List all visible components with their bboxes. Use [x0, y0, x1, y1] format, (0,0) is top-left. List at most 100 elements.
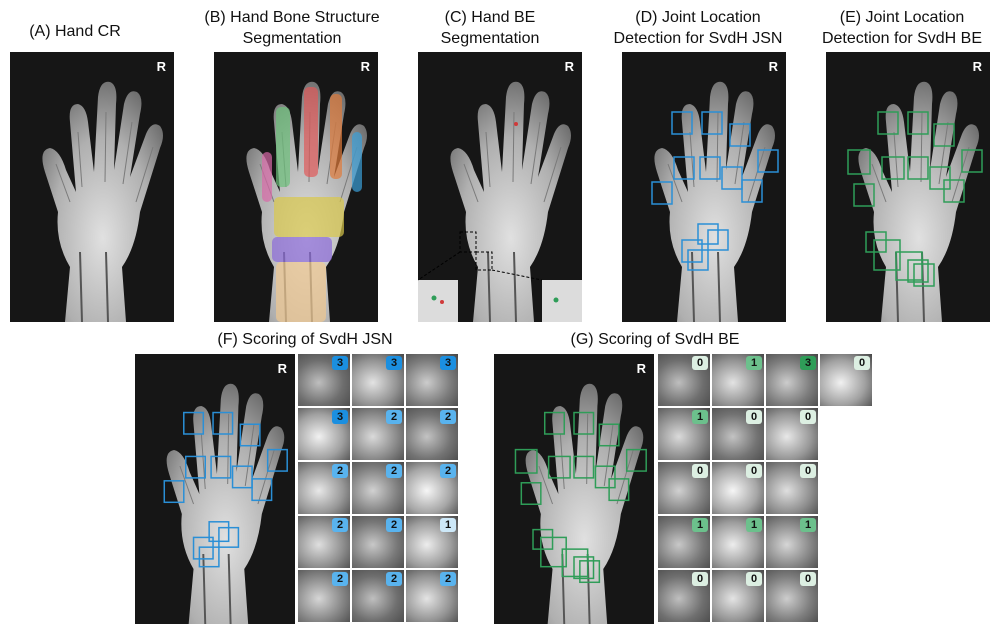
score-badge: 3	[440, 356, 456, 370]
side-marker: R	[361, 59, 370, 74]
score-badge: 0	[746, 410, 762, 424]
joint-bounding-box	[627, 450, 647, 471]
caption-d-line1: (D) Joint Location	[598, 8, 798, 28]
score-badge: 0	[800, 572, 816, 586]
joint-crop-tile: 0	[766, 408, 818, 460]
score-badge: 1	[800, 518, 816, 532]
caption-a: (A) Hand CR	[10, 22, 140, 42]
side-marker: R	[769, 59, 778, 74]
caption-g: (G) Scoring of SvdH BE	[510, 330, 800, 350]
bone-region	[276, 262, 326, 322]
joint-crop-tile: 0	[658, 354, 710, 406]
joint-bounding-box	[184, 413, 204, 434]
side-marker: R	[565, 59, 574, 74]
score-badge: 2	[386, 572, 402, 586]
joint-crop-tile: 2	[406, 408, 458, 460]
score-badge: 0	[692, 356, 708, 370]
joint-box-overlay	[622, 52, 786, 322]
bone-region	[304, 87, 318, 177]
joint-crop-tile: 1	[766, 516, 818, 568]
caption-e-line2: Detection for SvdH BE	[802, 29, 1002, 49]
joint-bounding-box	[878, 112, 898, 134]
side-marker: R	[637, 361, 646, 376]
joint-box-overlay	[135, 354, 295, 624]
jsn-scoring-hand-panel-f: R	[135, 354, 295, 624]
score-badge: 2	[440, 572, 456, 586]
joint-bounding-box	[730, 124, 750, 146]
joint-bounding-box	[240, 424, 260, 445]
score-badge: 0	[692, 572, 708, 586]
score-badge: 3	[332, 410, 348, 424]
joint-bounding-box	[908, 157, 928, 179]
joint-crop-tile: 1	[406, 516, 458, 568]
joint-bounding-box	[962, 150, 982, 172]
score-badge: 2	[386, 410, 402, 424]
joint-bounding-box	[930, 167, 950, 189]
bone-region	[276, 107, 290, 187]
joint-bounding-box	[164, 481, 184, 502]
caption-b-line1: (B) Hand Bone Structure	[192, 8, 392, 28]
joint-bounding-box	[722, 167, 742, 189]
joint-crop-tile: 3	[298, 408, 350, 460]
zoom-inset	[418, 280, 458, 322]
score-badge: 2	[332, 518, 348, 532]
be-detection-panel-e: R	[826, 52, 990, 322]
joint-crop-tile: 2	[298, 462, 350, 514]
score-badge: 3	[332, 356, 348, 370]
joint-bounding-box	[742, 180, 762, 202]
bone-region	[272, 237, 332, 262]
bone-region	[274, 197, 344, 237]
be-segmentation-panel-c: R	[418, 52, 582, 322]
joint-crop-tile: 0	[712, 570, 764, 622]
score-badge: 0	[800, 410, 816, 424]
score-badge: 1	[746, 356, 762, 370]
joint-crop-tile: 1	[712, 516, 764, 568]
score-badge: 2	[386, 518, 402, 532]
score-badge: 1	[440, 518, 456, 532]
bone-segmentation-panel-b: R	[214, 52, 378, 322]
side-marker: R	[278, 361, 287, 376]
joint-crop-tile: 0	[766, 462, 818, 514]
joint-bounding-box	[688, 250, 708, 270]
joint-crop-tile: 3	[352, 354, 404, 406]
joint-crop-tile: 2	[352, 516, 404, 568]
joint-bounding-box	[233, 466, 253, 487]
bone-region	[352, 132, 362, 192]
caption-c-line2: Segmentation	[410, 29, 570, 49]
joint-crop-tile: 0	[658, 462, 710, 514]
joint-bounding-box	[702, 112, 722, 134]
joint-crop-tile: 0	[766, 570, 818, 622]
score-badge: 2	[386, 464, 402, 478]
be-scoring-hand-panel-g: R	[494, 354, 654, 624]
bone-region	[262, 152, 272, 202]
joint-bounding-box	[882, 157, 904, 179]
jsn-detection-panel-d: R	[622, 52, 786, 322]
joint-bounding-box	[848, 150, 870, 174]
caption-f: (F) Scoring of SvdH JSN	[160, 330, 450, 350]
joint-crop-tile: 2	[352, 408, 404, 460]
joint-bounding-box	[521, 483, 541, 504]
joint-bounding-box	[854, 184, 874, 206]
joint-crop-tile: 3	[406, 354, 458, 406]
score-badge: 3	[386, 356, 402, 370]
joint-bounding-box	[268, 450, 288, 471]
joint-bounding-box	[211, 456, 231, 477]
bone-region	[330, 94, 342, 179]
joint-crop-tile: 2	[352, 462, 404, 514]
caption-d-line2: Detection for SvdH JSN	[598, 29, 798, 49]
score-badge: 2	[332, 572, 348, 586]
side-marker: R	[157, 59, 166, 74]
zoom-inset	[542, 280, 582, 322]
score-badge: 0	[800, 464, 816, 478]
score-badge: 3	[800, 356, 816, 370]
joint-bounding-box	[186, 456, 206, 477]
score-badge: 2	[332, 464, 348, 478]
joint-crop-tile: 0	[712, 408, 764, 460]
joint-bounding-box	[252, 479, 272, 500]
joint-crop-tile: 1	[712, 354, 764, 406]
hand-xray-panel-a: R	[10, 52, 174, 322]
joint-crop-tile: 1	[658, 516, 710, 568]
joint-bounding-box	[908, 112, 928, 134]
side-marker: R	[973, 59, 982, 74]
joint-bounding-box	[595, 466, 615, 487]
